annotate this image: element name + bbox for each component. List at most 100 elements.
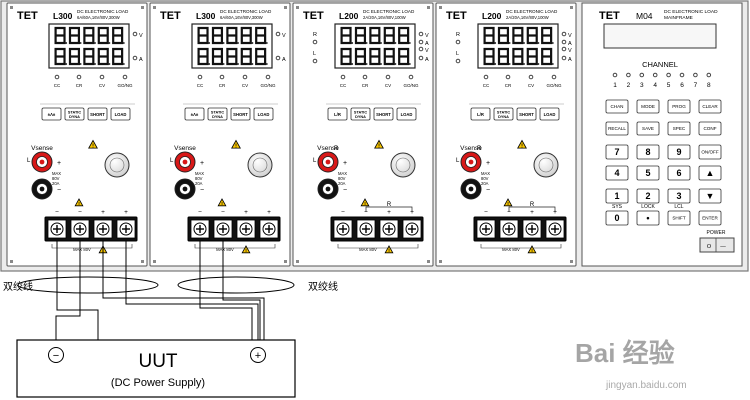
warning-mark: !	[507, 201, 509, 207]
button-0[interactable]	[470, 107, 491, 121]
button-label: STATIC	[354, 111, 367, 115]
terminal-block	[330, 216, 424, 242]
adjust-knob[interactable]	[390, 152, 416, 178]
button-0[interactable]	[41, 107, 62, 121]
warning-icon	[503, 198, 513, 207]
key-0-2-label: 9	[676, 147, 681, 157]
key-2-3[interactable]	[698, 188, 722, 204]
digit-dot	[79, 42, 82, 44]
key-3-2[interactable]	[667, 210, 691, 226]
block-sign: +	[410, 209, 414, 216]
block-sign: +	[101, 209, 105, 216]
adjust-knob[interactable]	[533, 152, 559, 178]
unit-v: V	[139, 33, 143, 39]
block-sign: +	[553, 209, 557, 216]
warning-icon	[384, 245, 394, 254]
vsense-label: Vsense	[460, 145, 482, 152]
power-switch[interactable]	[699, 237, 735, 253]
key-prog[interactable]	[667, 99, 691, 114]
button-3[interactable]	[253, 107, 274, 121]
range-r: R	[313, 32, 317, 38]
button-1[interactable]	[350, 107, 371, 121]
key-2-1[interactable]	[636, 188, 660, 204]
button-3[interactable]	[539, 107, 560, 121]
key-0-3[interactable]	[698, 144, 722, 160]
adjust-knob-inner	[538, 157, 554, 173]
key-0-1[interactable]	[636, 144, 660, 160]
digit-8	[541, 26, 553, 45]
sense-minus-terminal-hole	[468, 186, 474, 192]
digit-dot	[551, 63, 554, 65]
voltage-display	[54, 26, 125, 45]
key-3-2-label: SHIFT	[672, 216, 685, 221]
warning-mark: !	[235, 143, 237, 149]
digit-dot	[494, 63, 497, 65]
digit-8	[512, 47, 524, 66]
key-clear[interactable]	[698, 99, 722, 114]
twisted-pair-label-left: 双绞线	[3, 280, 33, 293]
corner-screw	[570, 260, 573, 263]
button-3[interactable]	[396, 107, 417, 121]
button-1[interactable]	[207, 107, 228, 121]
unit-a: A	[139, 57, 143, 63]
key-2-0[interactable]	[605, 188, 629, 204]
key-recall[interactable]	[605, 121, 629, 136]
channel-number: 5	[667, 82, 671, 89]
key-3-1[interactable]	[636, 210, 660, 226]
block-sign: +	[124, 209, 128, 216]
corner-screw	[296, 260, 299, 263]
button-2[interactable]	[230, 107, 251, 121]
key-conf[interactable]	[698, 121, 722, 136]
key-1-0[interactable]	[605, 165, 629, 181]
key-1-1[interactable]	[636, 165, 660, 181]
digit-dot	[65, 63, 68, 65]
button-2[interactable]	[516, 107, 537, 121]
warning-icon	[527, 245, 537, 254]
terminal-block	[473, 216, 567, 242]
digit-dot	[251, 42, 254, 44]
sense-plus-terminal-hole	[182, 159, 188, 165]
adjust-knob[interactable]	[104, 152, 130, 178]
max-80v-label: MAX 80V	[73, 247, 91, 252]
digit-8	[83, 47, 95, 66]
button-0[interactable]	[327, 107, 348, 121]
digit-dot	[523, 42, 525, 44]
key-0-2[interactable]	[667, 144, 691, 160]
key-1-2[interactable]	[667, 165, 691, 181]
key-spec[interactable]	[667, 121, 691, 136]
key-chan[interactable]	[605, 99, 629, 114]
lcd-display	[603, 23, 717, 49]
key-0-3-label: ON/OFF	[701, 150, 719, 155]
wire-plus-c	[199, 241, 253, 340]
key-3-3[interactable]	[698, 210, 722, 226]
key-3-0[interactable]	[605, 210, 629, 226]
key-recall-label: RECALL	[608, 126, 626, 131]
button-2[interactable]	[373, 107, 394, 121]
display-window	[48, 23, 130, 69]
key-2-2[interactable]	[667, 188, 691, 204]
led-r	[312, 39, 318, 45]
led-r	[455, 39, 461, 45]
module-title: DC ELECTRONIC LOAD	[363, 9, 415, 14]
led-l	[312, 58, 318, 64]
sense-minus-terminal-hole	[325, 186, 331, 192]
mainframe-model: M04	[636, 11, 653, 21]
module-panel	[292, 2, 434, 267]
button-2[interactable]	[87, 107, 108, 121]
button-1[interactable]	[64, 107, 85, 121]
mode-led-gong	[551, 74, 557, 80]
key-1-3[interactable]	[698, 165, 722, 181]
mode-led-cc	[340, 74, 346, 80]
key-mode[interactable]	[636, 99, 660, 114]
mode-led-cv	[242, 74, 248, 80]
button-1[interactable]	[493, 107, 514, 121]
adjust-knob[interactable]	[247, 152, 273, 178]
key-save[interactable]	[636, 121, 660, 136]
button-0[interactable]	[184, 107, 205, 121]
uut-plus-terminal	[250, 347, 266, 363]
button-3[interactable]	[110, 107, 131, 121]
vsense-label: Vsense	[317, 145, 339, 152]
key-0-0[interactable]	[605, 144, 629, 160]
